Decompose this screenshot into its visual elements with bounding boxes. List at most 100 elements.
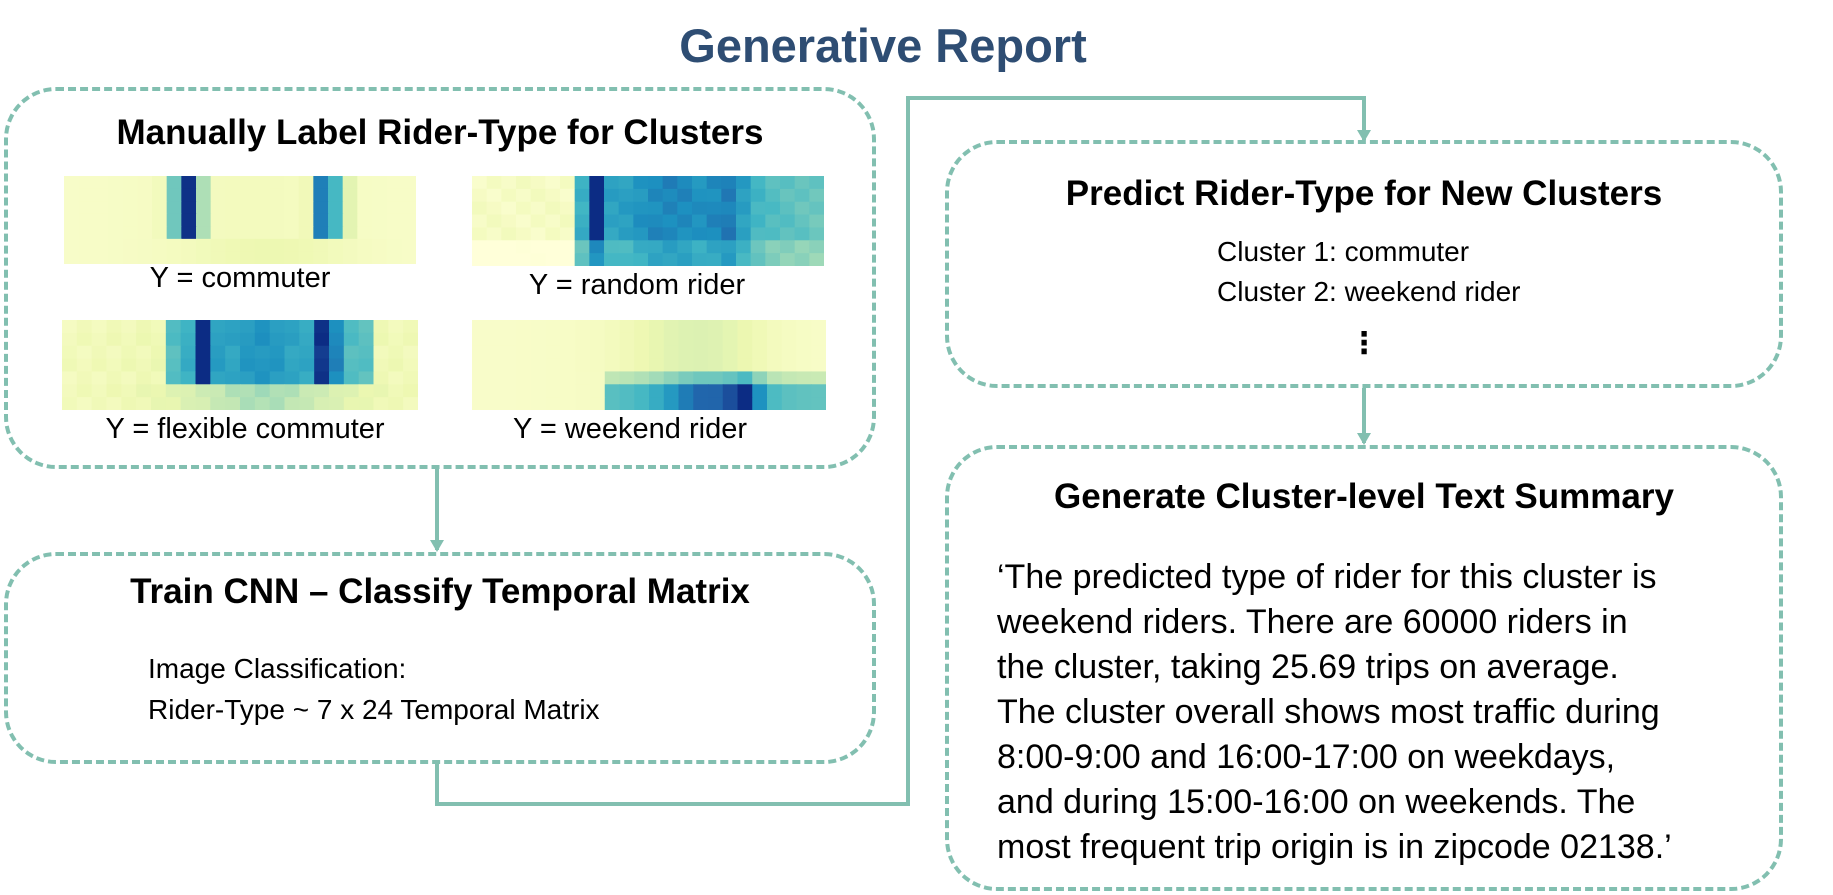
heatmap-cell (794, 188, 810, 203)
heatmap-cell (501, 253, 517, 266)
heatmap-cell (560, 201, 576, 216)
heatmap-cell (794, 201, 810, 216)
heatmap-cell (240, 201, 256, 215)
heatmap-cell (121, 397, 137, 410)
heatmap-cell (403, 332, 418, 347)
heatmap-cell (225, 226, 241, 240)
heatmap-cell (530, 227, 546, 241)
heatmap-cell (121, 358, 137, 373)
heatmap-cell (196, 201, 212, 215)
heatmap-cell (328, 251, 344, 264)
heatmap-cell (328, 213, 344, 227)
heatmap-cell (590, 384, 606, 398)
heatmap-cell (329, 332, 345, 347)
heatmap-cell (662, 176, 678, 190)
heatmap-cell (662, 188, 678, 203)
heatmap-cell (708, 332, 724, 347)
heatmap-cell (106, 332, 122, 347)
heatmap-cell (210, 213, 226, 227)
heatmap-cell (181, 213, 197, 227)
heatmap-cell (313, 201, 329, 215)
heatmap-cell (693, 397, 709, 410)
heatmap-cell (372, 238, 388, 253)
heatmap-cell (165, 397, 182, 410)
heatmap-cell (721, 227, 737, 241)
heatmap-cell (531, 371, 547, 385)
heatmap-cell (604, 240, 620, 254)
heatmap-cell (343, 345, 360, 360)
heatmap-cell (108, 201, 124, 215)
heatmap-cell (560, 176, 576, 190)
heatmap-cell (472, 371, 488, 385)
heatmap-cell (737, 384, 753, 398)
train-panel-description: Image Classification: Rider-Type ~ 7 x 2… (148, 648, 600, 730)
heatmap-cell (225, 201, 241, 215)
heatmap-cell (195, 345, 211, 360)
heatmap-cell (531, 384, 547, 398)
heatmap-cell (78, 176, 94, 190)
heatmap-cell (722, 371, 739, 385)
heatmap-cell (269, 384, 286, 398)
summary-line-2: weekend riders. There are 60000 riders i… (997, 603, 1628, 641)
heatmap-cell (736, 240, 752, 254)
heatmap-cell (121, 320, 137, 334)
heatmap-cell (662, 240, 678, 254)
heatmap-cell (780, 176, 796, 190)
heatmap-cell (811, 320, 826, 334)
heatmap-cell (342, 251, 358, 264)
heatmap-cell (721, 240, 737, 254)
heatmap-cell (76, 397, 93, 410)
heatmap-cell (93, 188, 109, 202)
heatmap-cell (403, 358, 418, 373)
heatmap-cell (809, 201, 824, 216)
heatmap-cell (136, 320, 152, 334)
heatmap-cell (314, 320, 330, 334)
heatmap-cell (91, 384, 108, 398)
heatmap-cell (386, 176, 402, 190)
heatmap-cell (299, 384, 315, 398)
heatmap-cell (284, 238, 300, 253)
heatmap-cell (530, 253, 546, 266)
heatmap-cell (736, 227, 752, 241)
heatmap-cell (254, 238, 270, 253)
heatmap-cell (314, 384, 330, 398)
heatmap-cell (401, 251, 416, 264)
heatmap-cell (329, 358, 345, 373)
heatmap-cell (225, 320, 241, 334)
heatmap-cell (269, 358, 286, 373)
heatmap-cell (180, 358, 197, 373)
heatmap-cell (62, 332, 78, 347)
heatmap-cell (180, 332, 197, 347)
heatmap-cell (121, 371, 137, 385)
heatmap-cell (254, 345, 271, 360)
heatmap-cell (590, 332, 606, 347)
heatmap-cell (560, 345, 576, 360)
heatmap-cell (633, 176, 649, 190)
heatmap-cell (677, 227, 693, 241)
heatmap-cell (618, 201, 634, 216)
heatmap-cell (472, 345, 488, 360)
heatmap-cell (648, 253, 664, 266)
heatmap-cell (284, 176, 300, 190)
heatmap-cell (796, 320, 812, 334)
heatmap-cell (151, 320, 167, 334)
heatmap-cell (343, 320, 360, 334)
heatmap-cell (545, 332, 562, 347)
page-title: Generative Report (679, 19, 1087, 72)
heatmap-cell (152, 251, 168, 264)
heatmap-cell (76, 320, 93, 334)
heatmap-cell (180, 345, 197, 360)
heatmap-cell (767, 320, 783, 334)
heatmap-cell (298, 238, 314, 253)
heatmap-cell (633, 214, 649, 229)
heatmap-cell (590, 397, 606, 410)
heatmap-cell (195, 397, 211, 410)
heatmap-cell (372, 213, 388, 227)
summary-line-5: 8:00-9:00 and 16:00-17:00 on weekdays, (997, 738, 1616, 776)
heatmap-cell (343, 371, 360, 385)
heatmap-cell (648, 240, 664, 254)
heatmap-cell (108, 213, 124, 227)
heatmap-cell (516, 371, 532, 385)
heatmap-cell (794, 253, 810, 266)
heatmap-cell (750, 176, 766, 190)
